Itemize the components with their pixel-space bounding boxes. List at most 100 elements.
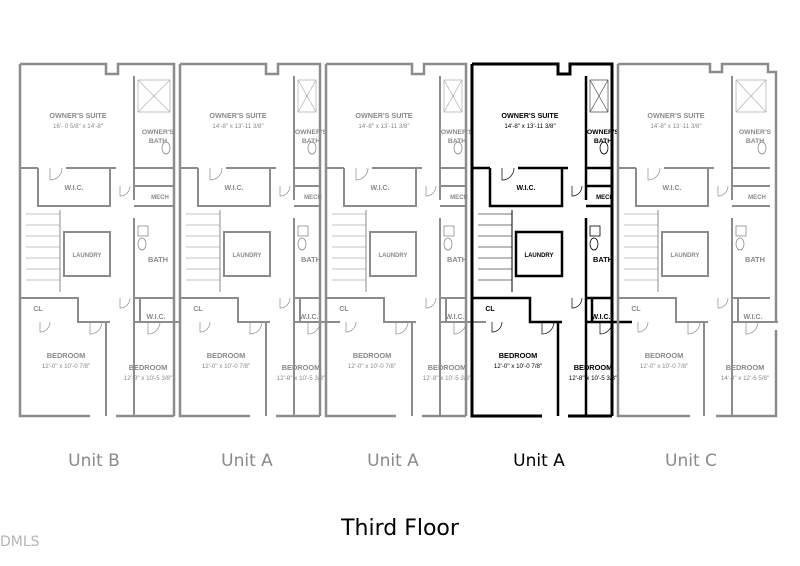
wic-label: W.I.C. <box>370 185 389 192</box>
outer-wall <box>324 62 468 418</box>
sink-fixture <box>297 225 309 237</box>
bath-label: BATH <box>745 255 765 264</box>
outer-wall <box>616 62 778 418</box>
unit-label: Unit B <box>68 451 120 471</box>
wic-2-label: W.I.C. <box>591 314 610 321</box>
mech-label: MECH <box>596 195 614 201</box>
shower-fixture <box>443 79 463 113</box>
bedroom-2-dim: 12'-8" x 10'-5 3/8" <box>569 375 617 382</box>
bath-label: BATH <box>447 255 467 264</box>
wic-2-label: W.I.C. <box>146 314 165 321</box>
door-swing <box>637 321 649 333</box>
door-swing <box>395 321 409 335</box>
door-swing <box>425 297 437 309</box>
owners-suite-label: OWNER'S SUITE <box>501 111 558 120</box>
door-swing <box>199 321 211 333</box>
owners-suite-label: OWNER'S SUITE <box>49 111 106 120</box>
toilet-fixture <box>307 141 317 155</box>
door-swing <box>119 297 131 309</box>
wic-label: W.I.C. <box>64 185 83 192</box>
interior-walls <box>326 76 486 416</box>
mech-label: MECH <box>151 195 169 201</box>
sink-fixture <box>735 225 747 237</box>
bedroom-2-dim: 14'-0" x 12'-6 5/8" <box>721 375 769 382</box>
laundry-label: LAUNDRY <box>232 253 261 259</box>
shower-fixture <box>137 79 171 113</box>
shower-fixture <box>735 79 767 113</box>
door-swing <box>571 297 583 309</box>
mech-label: MECH <box>748 195 766 201</box>
owners-bath-label-2: BATH <box>594 138 612 145</box>
door-swing <box>279 297 291 309</box>
wic-2-label: W.I.C. <box>743 314 762 321</box>
shower-fixture <box>589 79 609 113</box>
interior-walls <box>618 76 778 416</box>
mech-label: MECH <box>304 195 322 201</box>
owners-bath-label-2: BATH <box>448 138 466 145</box>
bedroom-1-label: BEDROOM <box>353 351 392 360</box>
bedroom-1-dim: 12'-0" x 10'-0 7/8" <box>348 363 396 370</box>
closet-label: CL <box>631 306 641 313</box>
bedroom-2-label: BEDROOM <box>574 363 613 372</box>
toilet-fixture <box>757 141 767 155</box>
closet-label: CL <box>485 306 495 313</box>
closet-label: CL <box>339 306 349 313</box>
floor-title: Third Floor <box>340 516 460 541</box>
bedroom-2-label: BEDROOM <box>129 363 168 372</box>
bath-label: BATH <box>301 255 321 264</box>
mech-label: MECH <box>450 195 468 201</box>
bedroom-1-dim: 12'-0" x 10'-0 7/8" <box>494 363 542 370</box>
toilet-fixture <box>589 237 599 251</box>
bedroom-1-label: BEDROOM <box>207 351 246 360</box>
door-swing <box>717 297 729 309</box>
owners-bath-label: OWNER'S <box>739 129 772 136</box>
wic-label: W.I.C. <box>662 185 681 192</box>
bedroom-1-dim: 12'-0" x 10'-0 7/8" <box>640 363 688 370</box>
bedroom-2-dim: 12'-8" x 10'-5 3/8" <box>124 375 172 382</box>
bedroom-2-label: BEDROOM <box>282 363 321 372</box>
closet-label: CL <box>33 306 43 313</box>
door-swing <box>307 321 321 335</box>
bedroom-2-label: BEDROOM <box>428 363 467 372</box>
mls-watermark: DMLS <box>0 534 40 550</box>
bedroom-1-dim: 12'-0" x 10'-0 7/8" <box>202 363 250 370</box>
owners-suite-dim: 14'-8" x 13'-11 3/8" <box>504 123 555 130</box>
bedroom-2-dim: 12'-8" x 10'-5 3/8" <box>277 375 325 382</box>
unit-plan-4: OWNER'S SUITE 14'-8" x 13'-11 3/8" OWNER'S… <box>470 62 632 471</box>
sink-fixture <box>589 225 601 237</box>
toilet-fixture <box>297 237 307 251</box>
closet-label: CL <box>193 306 203 313</box>
sink-fixture <box>443 225 455 237</box>
door-swing <box>279 185 291 197</box>
toilet-fixture <box>453 141 463 155</box>
unit-label: Unit A <box>367 451 419 471</box>
owners-bath-label-2: BATH <box>746 138 764 145</box>
door-swing <box>501 167 515 181</box>
sink-fixture <box>137 225 149 237</box>
door-swing <box>687 321 701 335</box>
owners-suite-label: OWNER'S SUITE <box>355 111 412 120</box>
toilet-fixture <box>161 141 171 155</box>
owners-bath-label: OWNER'S <box>587 129 620 136</box>
door-swing <box>119 185 131 197</box>
door-swing <box>745 321 759 335</box>
door-swing <box>647 167 661 181</box>
laundry-label: LAUNDRY <box>670 253 699 259</box>
door-swing <box>147 321 161 335</box>
bedroom-1-label: BEDROOM <box>47 351 86 360</box>
toilet-fixture <box>137 237 147 251</box>
wic-2-label: W.I.C. <box>299 314 318 321</box>
wic-label: W.I.C. <box>224 185 243 192</box>
owners-bath-label-2: BATH <box>149 138 167 145</box>
door-swing <box>49 167 63 181</box>
owners-bath-label: OWNER'S <box>142 129 175 136</box>
toilet-fixture <box>443 237 453 251</box>
owners-suite-dim: 14'-8" x 13'-11 3/8" <box>212 123 263 130</box>
door-swing <box>345 321 357 333</box>
outer-wall <box>470 62 614 418</box>
